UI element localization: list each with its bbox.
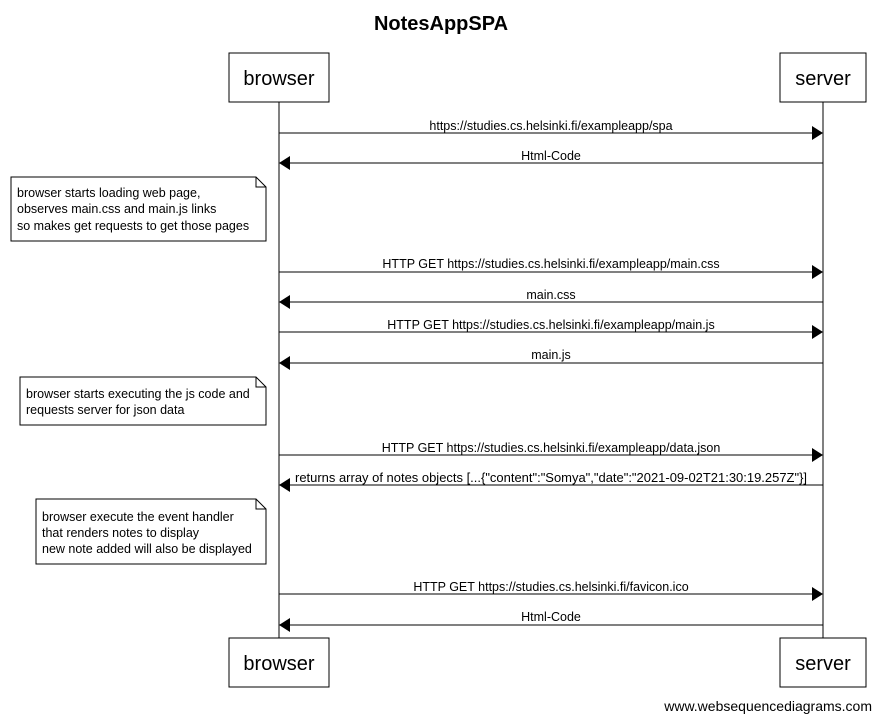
actor-server-top: server — [779, 52, 867, 103]
message-9: HTTP GET https://studies.cs.helsinki.fi/… — [279, 580, 823, 601]
note-line: so makes get requests to get those pages — [17, 219, 249, 233]
note-line: browser starts loading web page, — [17, 186, 200, 200]
message-label: HTTP GET https://studies.cs.helsinki.fi/… — [413, 580, 688, 594]
actor-browser-top: browser — [228, 52, 330, 103]
message-label: Html-Code — [521, 149, 581, 163]
note-line: browser starts executing the js code and — [26, 387, 250, 401]
message-1: https://studies.cs.helsinki.fi/exampleap… — [279, 119, 823, 140]
note-line: that renders notes to display — [42, 526, 200, 540]
note-line: requests server for json data — [26, 403, 184, 417]
note-line: observes main.css and main.js links — [17, 202, 216, 216]
actor-server-top-label: server — [795, 68, 851, 90]
diagram-title: NotesAppSPA — [374, 13, 508, 35]
message-7: HTTP GET https://studies.cs.helsinki.fi/… — [279, 441, 823, 462]
message-label: https://studies.cs.helsinki.fi/exampleap… — [429, 119, 672, 133]
message-label: HTTP GET https://studies.cs.helsinki.fi/… — [382, 441, 721, 455]
message-10: Html-Code — [279, 610, 823, 632]
message-6: main.js — [279, 348, 823, 370]
message-label: HTTP GET https://studies.cs.helsinki.fi/… — [387, 318, 714, 332]
note-2: browser starts executing the js code and… — [19, 376, 267, 426]
message-label: Html-Code — [521, 610, 581, 624]
actor-browser-bottom-label: browser — [243, 653, 314, 675]
message-2: Html-Code — [279, 149, 823, 170]
watermark: www.websequencediagrams.com — [663, 698, 872, 714]
message-label: main.css — [526, 288, 575, 302]
message-label: returns array of notes objects [...{"con… — [295, 471, 807, 485]
note-3: browser execute the event handler that r… — [35, 498, 267, 565]
message-5: HTTP GET https://studies.cs.helsinki.fi/… — [279, 318, 823, 339]
actor-browser-bottom: browser — [228, 637, 330, 688]
message-8: returns array of notes objects [...{"con… — [279, 471, 823, 492]
note-line: new note added will also be displayed — [42, 542, 252, 556]
message-4: main.css — [279, 288, 823, 309]
message-label: main.js — [531, 348, 571, 362]
actor-server-bottom-label: server — [795, 653, 851, 675]
actor-browser-top-label: browser — [243, 68, 314, 90]
message-label: HTTP GET https://studies.cs.helsinki.fi/… — [382, 257, 719, 271]
note-line: browser execute the event handler — [42, 510, 234, 524]
message-3: HTTP GET https://studies.cs.helsinki.fi/… — [279, 257, 823, 279]
note-1: browser starts loading web page, observe… — [10, 176, 267, 242]
actor-server-bottom: server — [779, 637, 867, 688]
